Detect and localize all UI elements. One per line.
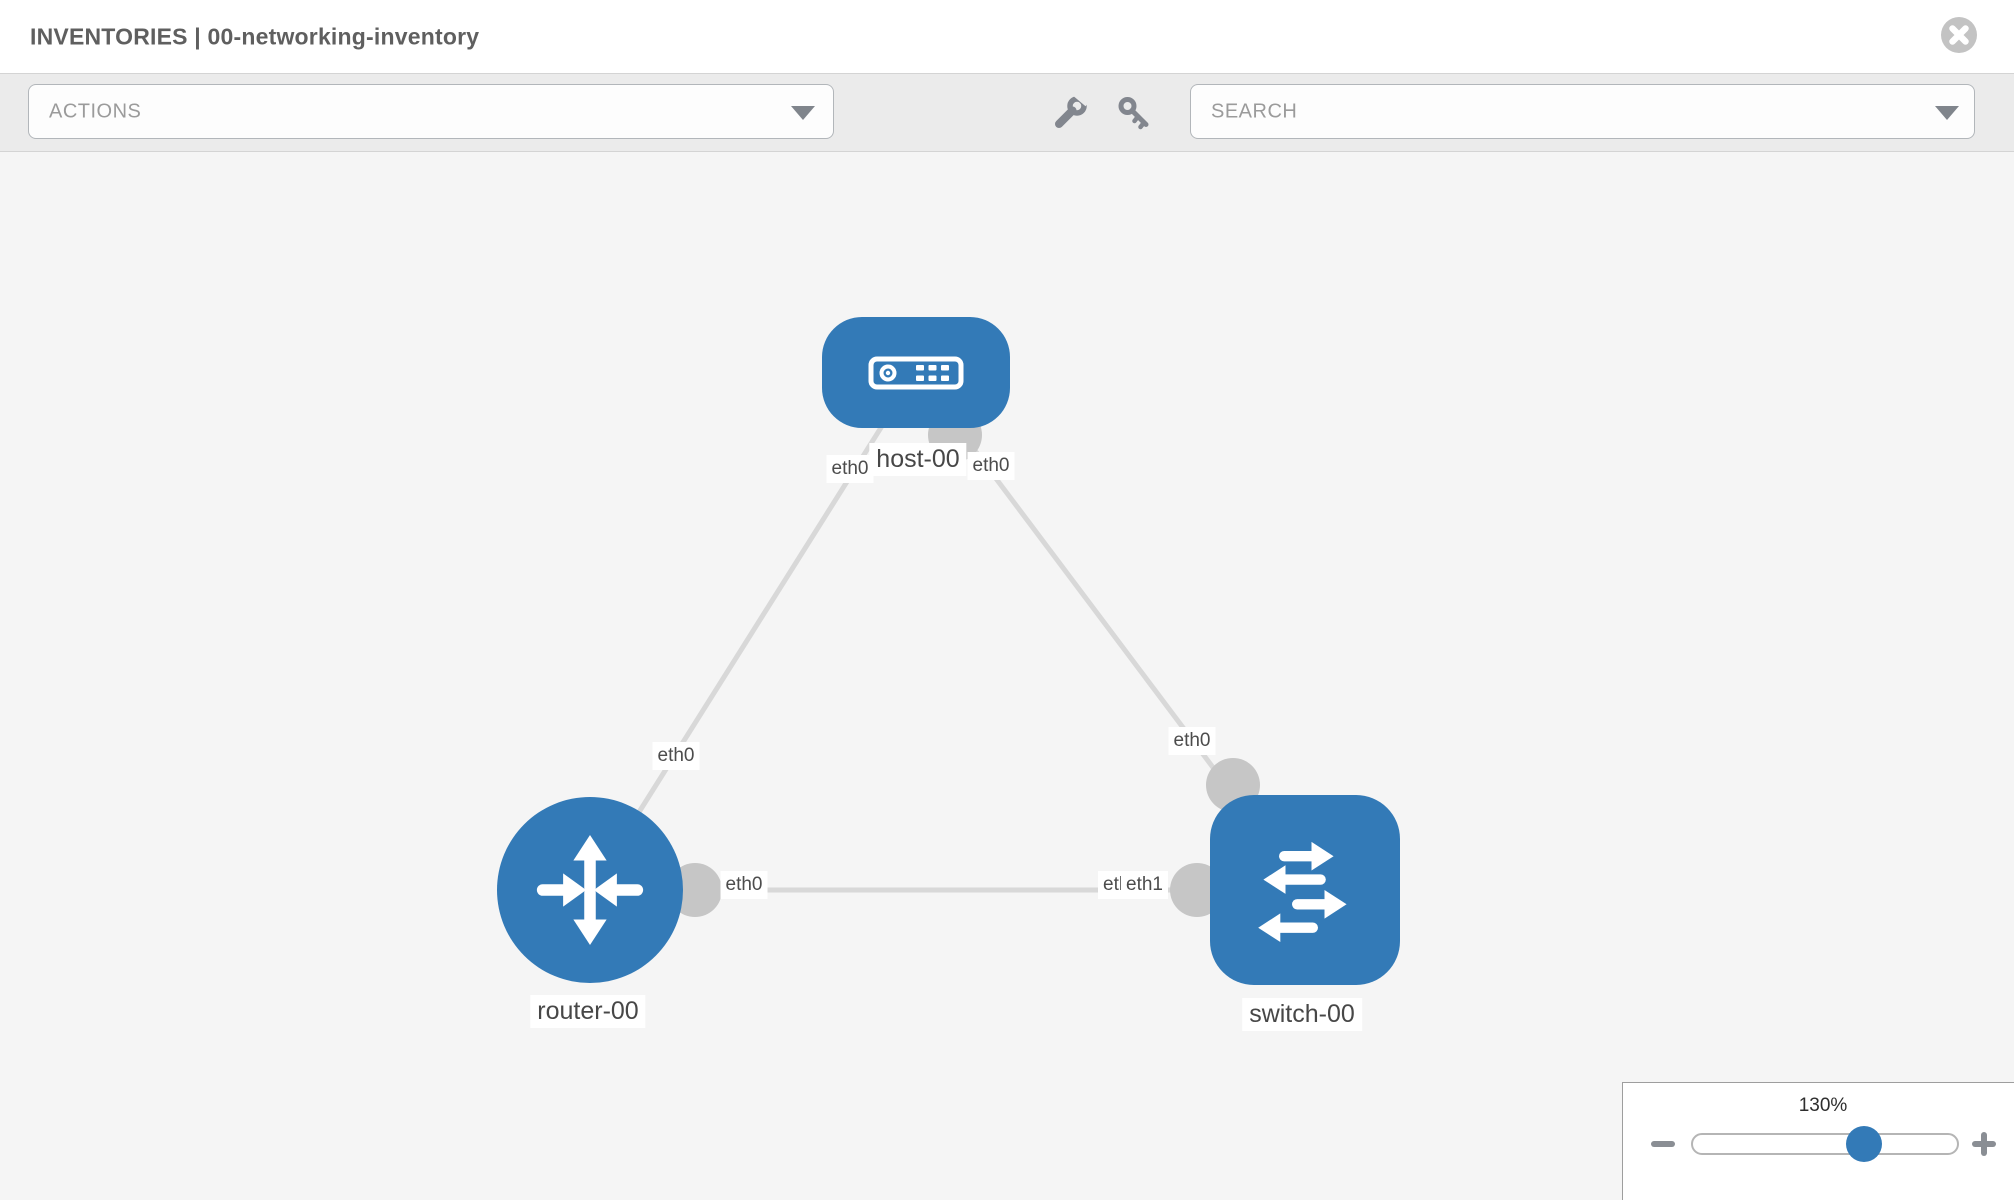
zoom-slider-thumb[interactable] <box>1846 1126 1882 1162</box>
zoom-level: 130% <box>1798 1095 1848 1116</box>
node-label-host: host-00 <box>869 443 967 476</box>
close-button[interactable] <box>1940 16 1978 54</box>
zoom-panel: 130% <box>1622 1082 2014 1200</box>
node-router[interactable] <box>497 797 683 983</box>
node-label-router: router-00 <box>530 995 646 1028</box>
interface-label-router-eth0-right: eth0 <box>720 871 768 899</box>
zoom-slider-track[interactable] <box>1691 1133 1959 1155</box>
header: INVENTORIES | 00-networking-inventory <box>0 0 2014 73</box>
actions-dropdown[interactable]: ACTIONS <box>28 84 834 139</box>
zoom-in-button[interactable] <box>1972 1132 1996 1156</box>
interface-label-switch-eth1: eth1 <box>1121 871 1168 899</box>
wrench-icon <box>1052 88 1092 134</box>
minus-icon <box>1651 1141 1675 1147</box>
key-icon <box>1117 97 1153 134</box>
node-label-switch: switch-00 <box>1242 998 1362 1031</box>
interface-label-host-eth0-right: eth0 <box>967 452 1015 480</box>
interface-label-host-eth0-left: eth0 <box>826 455 874 483</box>
interface-label-router-eth0-top: eth0 <box>652 742 700 770</box>
interface-label-switch-eth0-top: eth0 <box>1168 727 1216 755</box>
link-lines-svg <box>587 370 1307 917</box>
topology-canvas[interactable]: host-00 router-00 switch-00 eth0 eth0 et… <box>0 152 2014 1200</box>
zoom-out-button[interactable] <box>1651 1141 1675 1147</box>
chevron-down-icon <box>791 106 815 120</box>
key-button[interactable] <box>1117 95 1153 131</box>
search-dropdown[interactable]: SEARCH <box>1190 84 1975 139</box>
actions-dropdown-label: ACTIONS <box>49 100 142 122</box>
times-circle-icon <box>1940 17 1978 57</box>
toolbar: ACTIONS SEARC <box>0 73 2014 152</box>
node-host[interactable] <box>822 317 1010 428</box>
page-title: INVENTORIES | 00-networking-inventory <box>30 23 480 49</box>
node-switch[interactable] <box>1210 795 1400 985</box>
chevron-down-icon <box>1935 106 1959 120</box>
wrench-button[interactable] <box>1052 88 1092 134</box>
search-dropdown-label: SEARCH <box>1211 100 1298 122</box>
